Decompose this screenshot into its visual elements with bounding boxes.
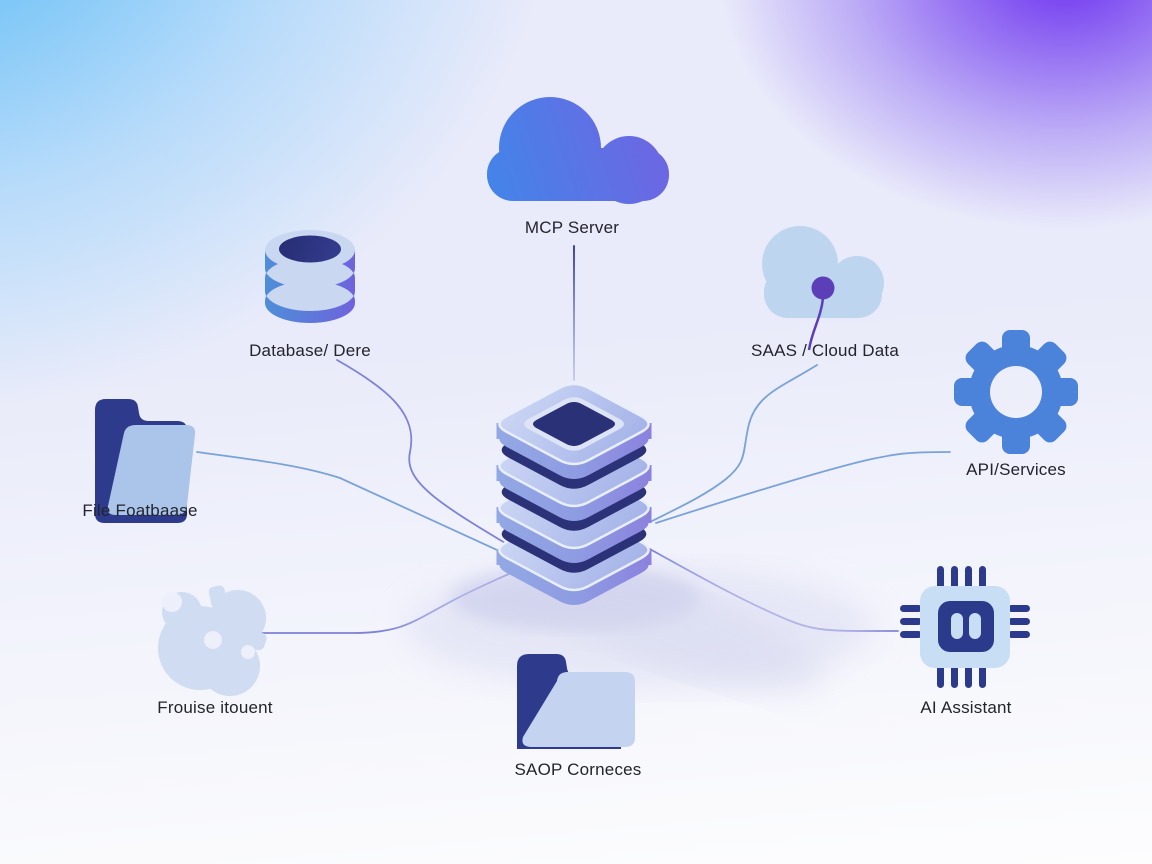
label-saas: SAAS / Cloud Data <box>751 341 899 360</box>
plugin-blob-icon <box>158 585 267 696</box>
label-ai-assistant: AI Assistant <box>920 698 1012 717</box>
server-stack <box>497 384 652 605</box>
connection-line-api <box>655 451 951 524</box>
saas-cloud-icon <box>762 226 884 351</box>
ai-chip-icon <box>900 566 1030 688</box>
label-mcp-server: MCP Server <box>524 218 620 237</box>
connection-line-files <box>196 451 581 589</box>
connection-line-saas <box>651 364 818 522</box>
label-saop: SAOP Corneces <box>514 760 642 779</box>
database-icon <box>265 230 355 323</box>
api-gear-icon <box>954 330 1078 454</box>
mcp-cloud-icon <box>487 97 669 204</box>
connection-line-database <box>336 359 576 586</box>
file-folder-icon <box>95 399 196 523</box>
saop-folder-icon <box>517 654 635 749</box>
pin-stem <box>807 297 825 351</box>
label-api: API/Services <box>966 460 1066 479</box>
label-database: Database/ Dere <box>249 341 371 360</box>
pin-dot <box>811 276 835 300</box>
label-plugin: Frouise itouent <box>157 698 273 717</box>
label-files: File Foatbaase <box>82 501 198 520</box>
